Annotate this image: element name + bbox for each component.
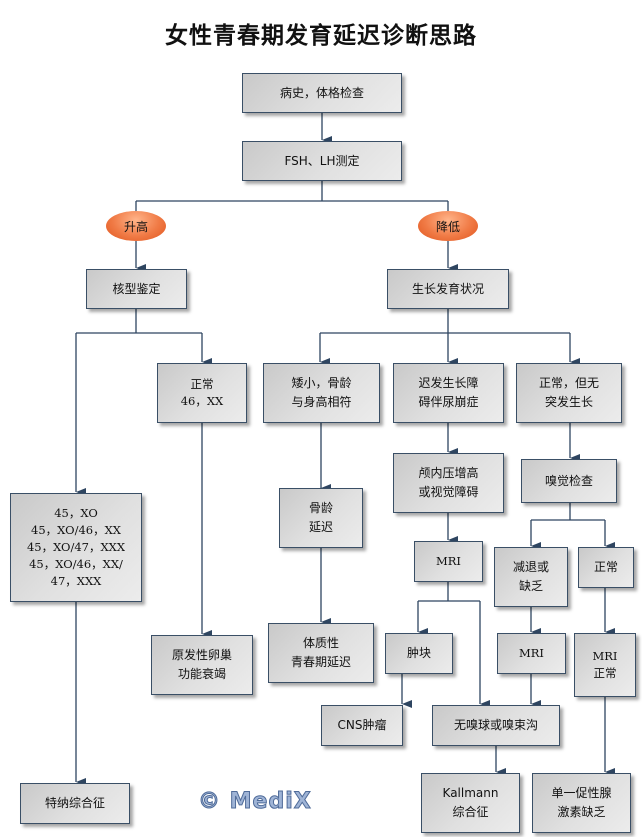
node-karyotype: 核型鉴定 — [86, 269, 187, 309]
node-short-stature: 矮小，骨龄 与身高相符 — [263, 363, 380, 423]
node-fsh-lh-test: FSH、LH测定 — [242, 141, 402, 181]
node-turner-syndrome: 特纳综合征 — [20, 783, 130, 824]
node-mri-2: MRI — [497, 633, 566, 674]
node-normal-no-growth-spurt: 正常，但无 突发生长 — [516, 363, 622, 423]
medix-watermark: © MediX — [198, 789, 312, 815]
node-kallmann-syndrome: Kallmann 综合征 — [421, 773, 520, 833]
node-normal-karyotype: 正常 46，XX — [157, 363, 247, 423]
node-decreased: 降低 — [418, 211, 478, 241]
node-delayed-growth-diabetes-insipidus: 迟发生长障 碍伴尿崩症 — [393, 363, 504, 423]
node-isolated-gonadotropin-deficiency: 单一促性腺 激素缺乏 — [532, 773, 631, 833]
node-mass: 肿块 — [385, 633, 453, 674]
diagram-title: 女性青春期发育延迟诊断思路 — [165, 22, 477, 49]
node-intracranial-pressure: 颅内压增高 或视觉障碍 — [393, 453, 504, 513]
node-elevated: 升高 — [106, 211, 166, 241]
node-abnormal-karyotype: 45，XO 45，XO/46，XX 45，XO/47，XXX 45，XO/46，… — [10, 493, 142, 602]
node-reduced-or-absent: 减退或 缺乏 — [494, 547, 568, 607]
node-smell-test: 嗅觉检查 — [521, 459, 617, 503]
node-mri: MRI — [414, 541, 483, 582]
node-bone-age-delay: 骨龄 延迟 — [279, 488, 363, 548]
node-primary-ovarian-failure: 原发性卵巢 功能衰竭 — [151, 635, 253, 695]
node-history-exam: 病史，体格检查 — [242, 73, 402, 113]
node-growth-status: 生长发育状况 — [387, 269, 509, 309]
node-no-olfactory-bulb: 无嗅球或嗅束沟 — [432, 705, 560, 746]
node-constitutional-delay: 体质性 青春期延迟 — [268, 623, 374, 683]
node-cns-tumor: CNS肿瘤 — [321, 705, 403, 746]
node-mri-normal: MRI 正常 — [574, 633, 636, 697]
node-smell-normal: 正常 — [578, 547, 634, 588]
